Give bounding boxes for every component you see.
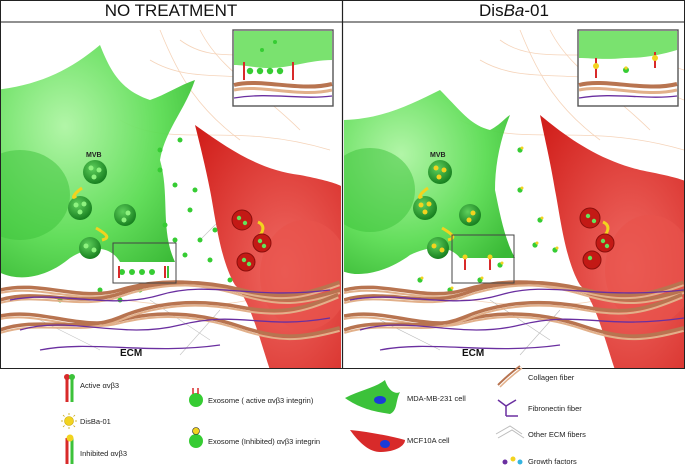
red-cell-mvbs [231,209,272,272]
inset-zoom-right [577,29,679,107]
inhibited-integrins-right [462,254,493,270]
zoom-region-box-right [451,234,515,284]
mvb-group-right [413,160,481,259]
zoom-region-box [112,242,177,284]
inhibited-exosomes-scattered [417,146,559,293]
legend-exosome-active-icon [189,388,203,407]
legend-fibronectin-label: Fibronectin fiber [528,404,582,413]
legend-fibronectin-icon [497,399,518,417]
legend-other-ecm-icon [495,425,525,439]
mvb-label: MVB [86,152,102,159]
legend-active-integrin-label: Active αvβ3 [80,381,120,390]
mda-nucleus [1,150,70,240]
red-cell-mvbs-right [579,207,615,270]
legend-inhibited-integrin-icon [65,434,74,464]
legend [61,365,525,465]
legend-mda-cell-label: MDA-MB-231 cell [407,394,466,403]
legend-disba-label: DisBa-01 [80,417,111,426]
legend-collagen-label: Collagen fiber [528,373,575,382]
legend-growth-factors-label: Growth factors [528,457,577,466]
panel-title-no-treatment: NO TREATMENT [104,1,238,20]
legend-exosome-active-label: Exosome ( active αvβ3 integrin) [208,396,314,405]
panel-title-disba: DisBa-01 [479,1,549,20]
panel-no-treatment: MVB [1,29,341,368]
panel-disba: MVB [344,29,684,368]
legend-exosome-inhibited-label: Exosome (Inhibited) αvβ3 integrin [208,437,321,446]
legend-mcf-cell-icon [350,430,405,452]
fibronectin-fibers [9,288,331,351]
ecm-label: ECM [120,348,142,359]
inset-zoom [232,29,334,107]
legend-active-integrin-icon [64,374,75,402]
legend-inhibited-integrin-label: Inhibited αvβ3 [80,449,128,458]
mvb-label-right: MVB [430,152,446,159]
legend-disba-icon [61,413,77,429]
legend-collagen-icon [497,365,523,388]
legend-growth-factors-icon [502,456,523,465]
ecm-label-right: ECM [462,348,484,359]
legend-mda-cell-icon [345,380,400,414]
legend-mcf-cell-label: MCF10A cell [407,436,450,445]
attached-exosomes [118,266,169,278]
mvb-group [68,160,136,259]
mda-nucleus-right [344,148,415,232]
legend-other-ecm-label: Other ECM fibers [528,430,586,439]
legend-exosome-inhibited-icon [189,427,203,448]
